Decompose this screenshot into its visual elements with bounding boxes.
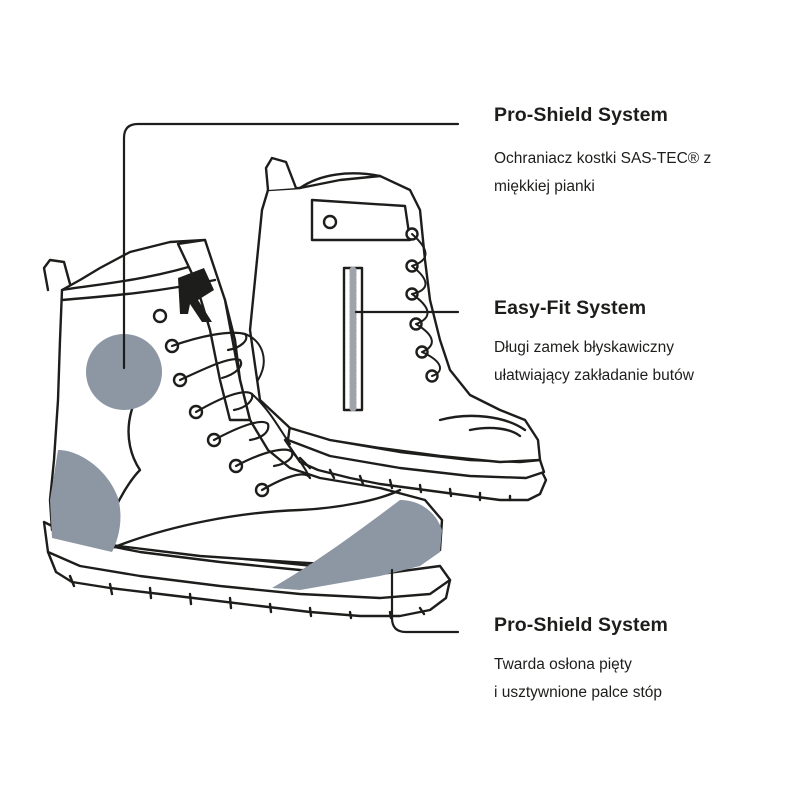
feature-title: Easy-Fit System [494,297,647,319]
front-boot-pull-tab [42,258,72,292]
feature-title: Pro-Shield System [494,614,669,636]
feature-description-line: i usztywnione palce stóp [494,684,663,701]
feature-description: Ochraniacz kostki SAS-TEC® z miękkiej pi… [494,150,712,195]
feature-description-line: Długi zamek błyskawiczny [494,339,675,356]
feature-heel-toe-protection: Pro-Shield System Twarda osłona pięty i … [494,613,784,707]
feature-description: Twarda osłona pięty i usztywnione palce … [494,651,784,707]
feature-title: Pro-Shield System [494,104,669,126]
feature-description-line: ułatwiający zakładanie butów [494,367,694,384]
back-boot-midsole [286,423,546,480]
back-boot-toe-cap [438,414,527,432]
callout-line-ankle [122,122,460,370]
feature-easy-fit: Easy-Fit System Długi zamek błyskawiczny… [494,296,784,390]
back-boot-pull-tab [264,156,298,192]
front-boot-laces [170,331,312,492]
feature-description: Długi zamek błyskawiczny ułatwiający zak… [494,334,784,390]
ankle-protector-zone [86,334,162,410]
back-boot [248,156,548,502]
feature-description-line: Twarda osłona pięty [494,656,632,673]
heel-protector-zone [50,450,121,552]
feature-ankle-protection: Pro-Shield System Ochraniacz kostki SAS-… [494,103,784,201]
callout-line-toe [390,568,460,634]
toe-protector-zone [272,500,442,590]
